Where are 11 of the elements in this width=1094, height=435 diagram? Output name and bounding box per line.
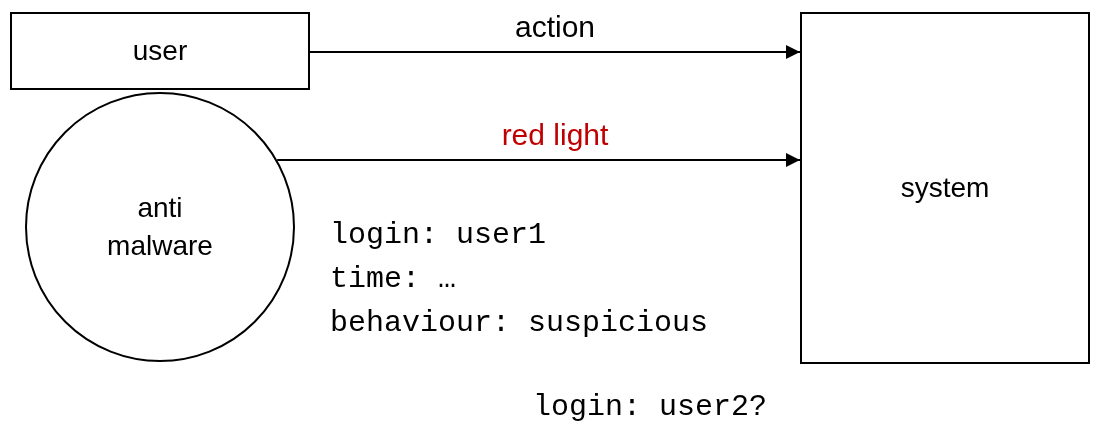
process-box: system <box>800 12 1090 364</box>
log-text: behaviour: suspicious <box>330 306 709 340</box>
log-text: login: user1 <box>330 218 547 252</box>
arrow <box>309 45 801 59</box>
log-text: login: user2? <box>533 390 768 424</box>
log-text: time: … <box>330 262 457 296</box>
arrow <box>276 153 801 167</box>
circle-node: anti malware <box>25 92 295 362</box>
edge-label: action <box>514 10 596 44</box>
edge-label: red light <box>501 118 609 152</box>
process-box: user <box>10 12 310 90</box>
